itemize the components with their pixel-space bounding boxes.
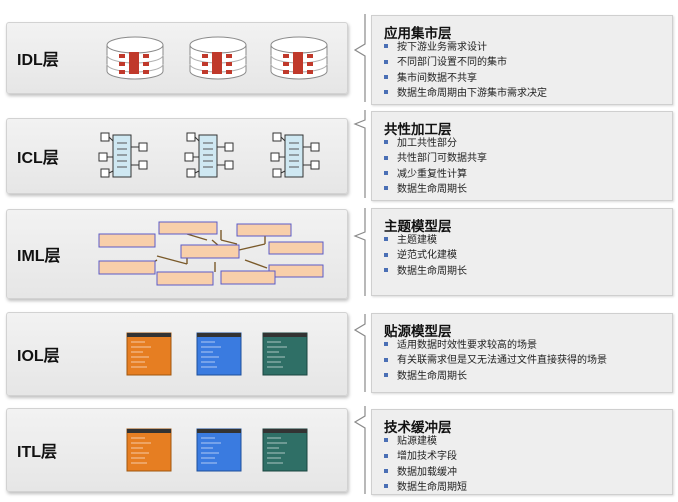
panel-app-mart: 应用集市层 按下游业务需求设计 不同部门设置不同的集市 集市间数据不共享 数据生… — [371, 15, 673, 105]
list-item: 数据生命周期短 — [384, 480, 467, 495]
panel-list: 贴源建模 增加技术字段 数据加载缓冲 数据生命周期短 — [384, 434, 467, 495]
panel-title: 共性加工层 — [384, 122, 452, 137]
layer-icl: ICL层 — [6, 118, 348, 194]
entity-box — [220, 270, 276, 285]
bullet-icon — [384, 468, 388, 473]
entity-box — [156, 271, 214, 286]
entity-relationship-diagram-icon — [98, 221, 324, 286]
list-item: 数据加载缓冲 — [384, 465, 467, 480]
bracket-connector — [353, 406, 366, 494]
panel-common-process: 共性加工层 加工共性部分 共性部门可数据共享 减少重复性计算 数据生命周期长 — [371, 111, 673, 201]
entity-box — [98, 260, 156, 275]
layer-label-iml: IML层 — [17, 248, 61, 265]
layer-idl: IDL层 — [6, 22, 348, 94]
bullet-icon — [384, 140, 388, 145]
bullet-icon — [384, 342, 388, 347]
list-item: 共性部门可数据共享 — [384, 151, 487, 166]
panel-title: 技术缓冲层 — [384, 420, 452, 435]
panel-subject-model: 主题模型层 主题建模 逆范式化建模 数据生命周期长 — [371, 208, 673, 296]
bullet-icon — [384, 438, 388, 443]
bullet-icon — [384, 59, 388, 64]
layer-iol: IOL层 — [6, 312, 348, 396]
panel-source-model: 贴源模型层 适用数据时效性要求较高的场景 有关联需求但是又无法通过文件直接获得的… — [371, 313, 673, 393]
layer-itl: ITL层 — [6, 408, 348, 492]
entity-box — [98, 233, 156, 248]
bullet-icon — [384, 357, 388, 362]
list-item: 适用数据时效性要求较高的场景 — [384, 338, 607, 353]
entity-box — [158, 221, 218, 235]
list-item: 加工共性部分 — [384, 136, 487, 151]
list-item: 数据生命周期长 — [384, 264, 467, 279]
bracket-connector — [353, 208, 366, 296]
panel-title: 贴源模型层 — [384, 324, 452, 339]
list-item: 不同部门设置不同的集市 — [384, 55, 547, 70]
panel-title: 主题模型层 — [384, 219, 452, 234]
layer-iml: IML层 — [6, 209, 348, 299]
panel-list: 加工共性部分 共性部门可数据共享 减少重复性计算 数据生命周期长 — [384, 136, 487, 197]
database-cylinder-icon — [270, 36, 328, 80]
bracket-connector — [353, 110, 366, 198]
bullet-icon — [384, 252, 388, 257]
process-node-icon — [184, 132, 234, 178]
panel-title: 应用集市层 — [384, 26, 452, 41]
list-item: 减少重复性计算 — [384, 167, 487, 182]
table-sheet-icon — [196, 332, 242, 376]
table-sheet-icon — [262, 428, 308, 472]
entity-box — [236, 223, 292, 237]
bracket-connector — [353, 314, 366, 392]
list-item: 逆范式化建模 — [384, 248, 467, 263]
list-item: 集市间数据不共享 — [384, 71, 547, 86]
list-item: 数据生命周期长 — [384, 182, 487, 197]
panel-list: 主题建模 逆范式化建模 数据生命周期长 — [384, 233, 467, 279]
bullet-icon — [384, 237, 388, 242]
entity-box — [180, 244, 240, 259]
panel-list: 适用数据时效性要求较高的场景 有关联需求但是又无法通过文件直接获得的场景 数据生… — [384, 338, 607, 384]
layer-label-itl: ITL层 — [17, 444, 57, 461]
list-item: 有关联需求但是又无法通过文件直接获得的场景 — [384, 353, 607, 368]
database-cylinder-icon — [106, 36, 164, 80]
bullet-icon — [384, 453, 388, 458]
entity-box — [268, 264, 324, 278]
panel-tech-buffer: 技术缓冲层 贴源建模 增加技术字段 数据加载缓冲 数据生命周期短 — [371, 409, 673, 495]
table-sheet-icon — [126, 332, 172, 376]
bullet-icon — [384, 44, 388, 49]
layer-label-icl: ICL层 — [17, 150, 59, 167]
bullet-icon — [384, 186, 388, 191]
bracket-connector — [353, 14, 366, 102]
table-sheet-icon — [126, 428, 308, 472]
database-cylinder-icon — [189, 36, 247, 80]
process-node-icon — [98, 132, 320, 178]
entity-box — [268, 241, 324, 255]
bullet-icon — [384, 155, 388, 160]
list-item: 主题建模 — [384, 233, 467, 248]
bullet-icon — [384, 74, 388, 79]
list-item: 数据生命周期由下游集市需求决定 — [384, 86, 547, 101]
layer-label-idl: IDL层 — [17, 52, 59, 69]
process-node-icon — [270, 132, 320, 178]
bullet-icon — [384, 267, 388, 272]
panel-list: 按下游业务需求设计 不同部门设置不同的集市 集市间数据不共享 数据生命周期由下游… — [384, 40, 547, 101]
layer-label-iol: IOL层 — [17, 348, 60, 365]
list-item: 按下游业务需求设计 — [384, 40, 547, 55]
list-item: 贴源建模 — [384, 434, 467, 449]
list-item: 增加技术字段 — [384, 449, 467, 464]
table-sheet-icon — [262, 332, 308, 376]
bullet-icon — [384, 170, 388, 175]
database-cylinder-icon — [106, 36, 328, 80]
process-node-icon — [98, 132, 148, 178]
table-sheet-icon — [126, 428, 172, 472]
table-sheet-icon — [196, 428, 242, 472]
bullet-icon — [384, 484, 388, 489]
bullet-icon — [384, 90, 388, 95]
bullet-icon — [384, 372, 388, 377]
list-item: 数据生命周期长 — [384, 369, 607, 384]
table-sheet-icon — [126, 332, 308, 376]
